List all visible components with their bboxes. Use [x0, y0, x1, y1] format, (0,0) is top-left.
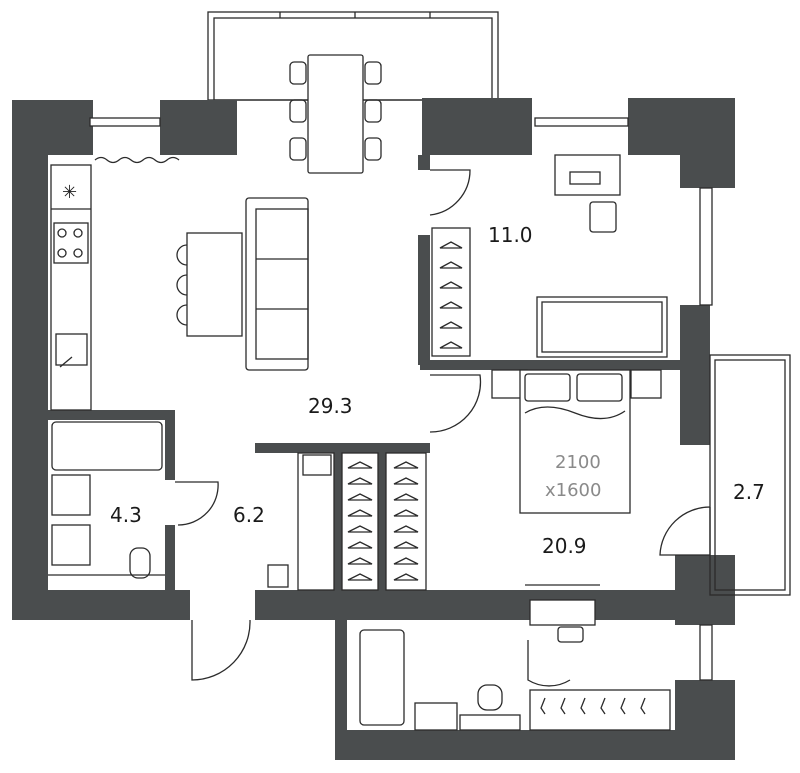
chairs: [289, 61, 382, 161]
room-labels: 29.3 11.0 20.9 2.7 4.3 6.2: [110, 223, 765, 558]
bathroom-fixtures: [48, 421, 165, 579]
bed-width-label: x1600: [545, 480, 601, 501]
area-bathroom: 4.3: [110, 503, 142, 527]
sofa: [245, 197, 309, 371]
area-balcony: 2.7: [733, 480, 765, 504]
hanger-icons: [439, 241, 463, 349]
lower-bathroom-fixtures: [359, 584, 671, 731]
dining-table: [289, 54, 382, 174]
balcony: [709, 354, 791, 596]
fridge-icon: ✳: [62, 182, 77, 203]
windows: [89, 117, 713, 681]
area-bedroom-small: 11.0: [488, 223, 533, 247]
area-living-kitchen: 29.3: [308, 394, 353, 418]
wardrobes: [267, 452, 427, 591]
bed-length-label: 2100: [555, 452, 601, 473]
area-bedroom-master: 20.9: [542, 534, 587, 558]
kitchen-counter: ✳: [50, 164, 92, 411]
area-hallway: 6.2: [233, 503, 265, 527]
small-bedroom-furniture: [431, 154, 668, 358]
master-bed: 2100 x1600: [491, 369, 662, 514]
walls: [12, 98, 735, 760]
doors: [175, 169, 711, 687]
bar-counter: [176, 232, 243, 337]
